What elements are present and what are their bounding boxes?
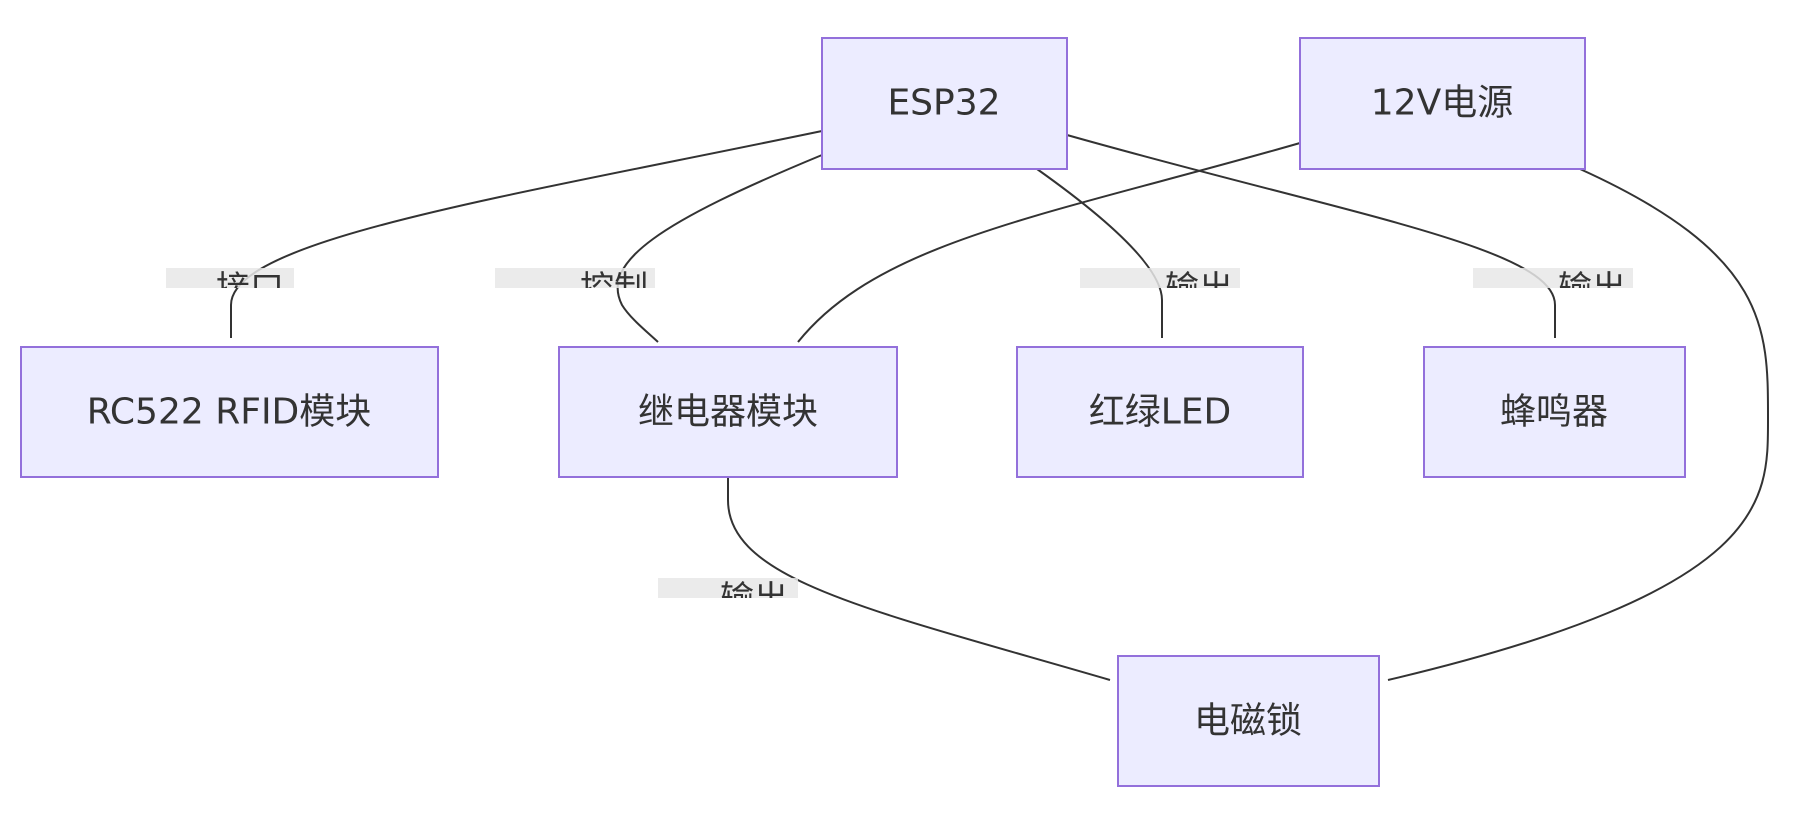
edge-label-esp32-relay: 控制: [580, 269, 648, 309]
node-buzzer[interactable]: 蜂鸣器: [1423, 346, 1686, 478]
node-rfid[interactable]: RC522 RFID模块: [20, 346, 439, 478]
edge-label-esp32-buzzer: 输出: [1558, 269, 1626, 309]
node-buzzer-label: 蜂鸣器: [1500, 392, 1608, 433]
node-esp32[interactable]: ESP32: [821, 37, 1068, 170]
edge-esp32-led: [1036, 168, 1163, 338]
node-lock[interactable]: 电磁锁: [1117, 655, 1380, 787]
edge-labels: 接口 控制 输出 输出 输出: [166, 268, 1633, 619]
node-rfid-label: RC522 RFID模块: [87, 392, 372, 433]
node-relay[interactable]: 继电器模块: [558, 346, 898, 478]
node-led[interactable]: 红绿LED: [1016, 346, 1304, 478]
node-power-label: 12V电源: [1371, 83, 1513, 124]
node-power[interactable]: 12V电源: [1299, 37, 1586, 170]
node-lock-label: 电磁锁: [1194, 701, 1302, 742]
node-led-label: 红绿LED: [1089, 392, 1232, 433]
edge-esp32-rfid: [230, 130, 823, 338]
edge-label-esp32-led: 输出: [1165, 269, 1233, 309]
edge-relay-lock: [727, 477, 1111, 681]
edge-power-relay: [797, 142, 1301, 343]
edge-power-lock: [1387, 168, 1770, 681]
node-esp32-label: ESP32: [887, 83, 1000, 124]
edge-label-relay-lock: 输出: [720, 579, 788, 619]
edge-esp32-relay: [616, 154, 823, 343]
node-relay-label: 继电器模块: [638, 392, 818, 433]
edge-label-esp32-rfid: 接口: [216, 269, 284, 309]
